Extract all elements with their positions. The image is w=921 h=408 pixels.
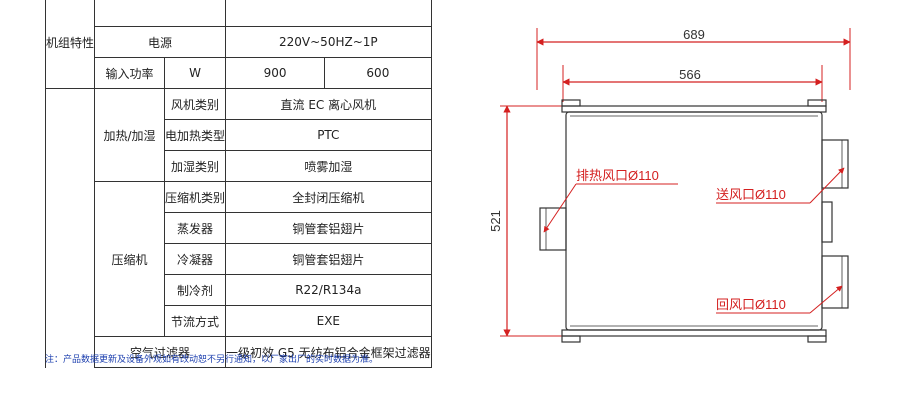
dimension-height: 521	[488, 105, 562, 337]
condenser-label: 冷凝器	[164, 243, 227, 275]
electric-heater-value: PTC	[225, 119, 432, 151]
table-row: 蒸发器 铜管套铝翅片	[46, 212, 432, 244]
port-supply-label: 送风口Ø110	[716, 187, 786, 202]
filter-value: 一级初效 G5 无纺布铝合金框架过滤器	[225, 336, 432, 368]
unit-features-cell: 机组特性	[44, 0, 96, 89]
unit-body	[539, 99, 849, 343]
port-return-label: 回风口Ø110	[716, 297, 786, 312]
refrigerant-label: 制冷剂	[164, 274, 227, 306]
dim-width-inner-label: 566	[679, 67, 701, 82]
table-row: 压缩机 压缩机类别 全封闭压缩机	[46, 181, 432, 337]
dimension-width-total: 689	[536, 27, 851, 90]
input-power-unit: W	[164, 57, 227, 89]
dimension-width-inner: 566	[562, 65, 823, 102]
port-exhaust-label: 排热风口Ø110	[576, 168, 659, 183]
fan-type-value: 直流 EC 离心风机	[225, 88, 432, 120]
dim-width-total-label: 689	[683, 27, 705, 42]
dim-height-label: 521	[488, 210, 503, 232]
evaporator-label: 蒸发器	[164, 212, 227, 244]
table-row: 节流方式 EXE	[46, 305, 432, 337]
port-supply-callout: 送风口Ø110	[716, 167, 845, 204]
condenser-value: 铜管套铝翅片	[225, 243, 432, 275]
input-power-b: 600	[324, 57, 432, 89]
table-row: 电源 220V~50HZ~1P	[46, 26, 432, 58]
throttle-value: EXE	[225, 305, 432, 337]
fan-type-label: 风机类别	[164, 88, 227, 120]
evaporator-value: 铜管套铝翅片	[225, 212, 432, 244]
compressor-type-value: 全封闭压缩机	[225, 181, 432, 213]
table-row: 电加热类型 PTC	[46, 119, 432, 151]
electric-heater-label: 电加热类型	[164, 119, 227, 151]
port-exhaust-callout: 排热风口Ø110	[543, 168, 678, 233]
unit-dimension-diagram: 689 566 521 排热风口Ø110	[488, 27, 851, 343]
throttle-label: 节流方式	[164, 305, 227, 337]
table-row: 制冷剂 R22/R134a	[46, 274, 432, 306]
footnote: 注：产品数据更新及设备外观如有改动恕不另行通知，以厂家出厂的实时数据为准。	[45, 355, 379, 365]
table-row: 空气过滤器 一级初效 G5 无纺布铝合金框架过滤器	[46, 336, 432, 368]
heating-group-label: 加热/加湿	[94, 88, 166, 182]
spec-table: 机组特性 电源 220V~50HZ~1P 输入功率 W 900 600 加热/加…	[44, 0, 432, 368]
input-power-a: 900	[225, 57, 326, 89]
power-value: 220V~50HZ~1P	[225, 26, 432, 58]
table-row: 机组特性	[44, 0, 432, 89]
port-return-callout: 回风口Ø110	[716, 285, 843, 314]
compressor-type-label: 压缩机类别	[164, 181, 227, 213]
table-row: 输入功率 W 900 600	[46, 57, 432, 89]
humidify-label: 加湿类别	[164, 150, 227, 182]
humidify-value: 喷雾加湿	[225, 150, 432, 182]
filter-label: 空气过滤器	[94, 336, 227, 368]
table-row: 加湿类别 喷雾加湿	[46, 150, 432, 182]
table-row: 冷凝器 铜管套铝翅片	[46, 243, 432, 275]
compressor-group-label: 压缩机	[94, 181, 166, 337]
table-row: 加热/加湿 风机类别 直流 EC 离心风机	[44, 88, 432, 368]
power-label: 电源	[94, 26, 227, 58]
refrigerant-value: R22/R134a	[225, 274, 432, 306]
input-power-label: 输入功率	[94, 57, 166, 89]
